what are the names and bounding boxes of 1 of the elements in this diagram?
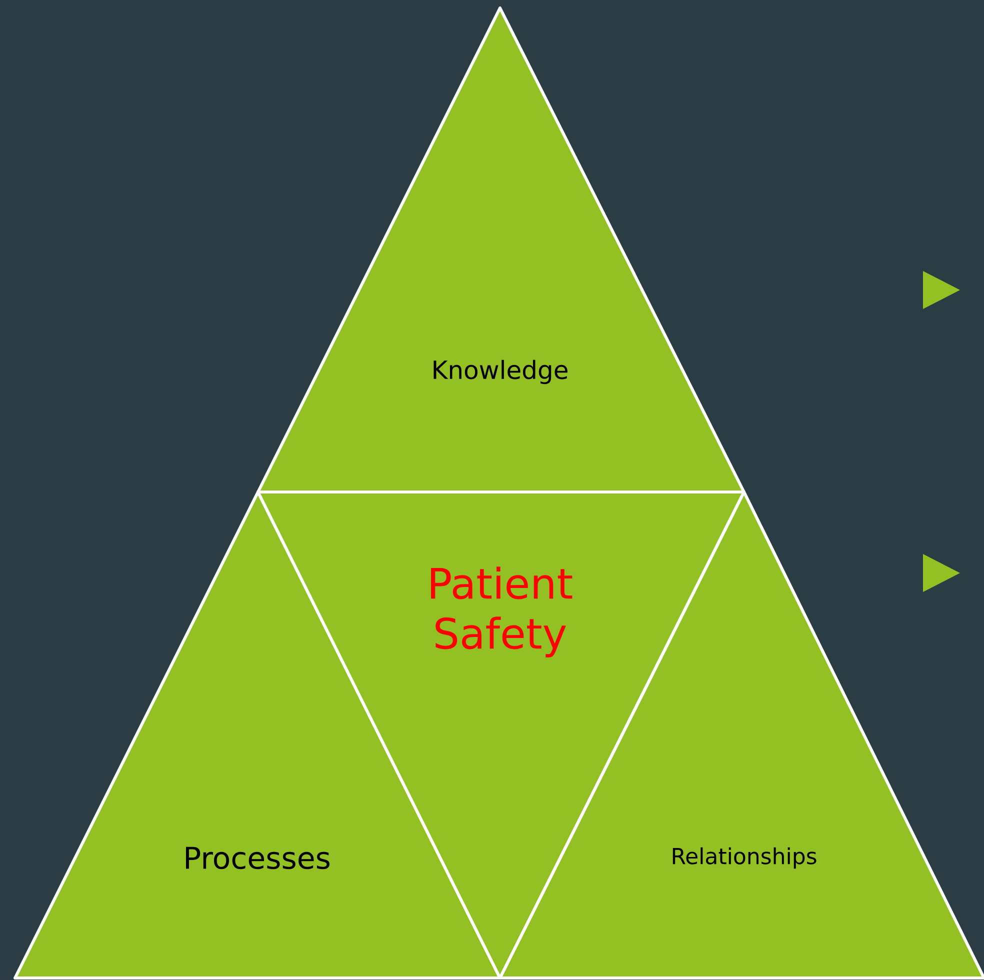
triangle: Knowledge xyxy=(256,6,746,494)
